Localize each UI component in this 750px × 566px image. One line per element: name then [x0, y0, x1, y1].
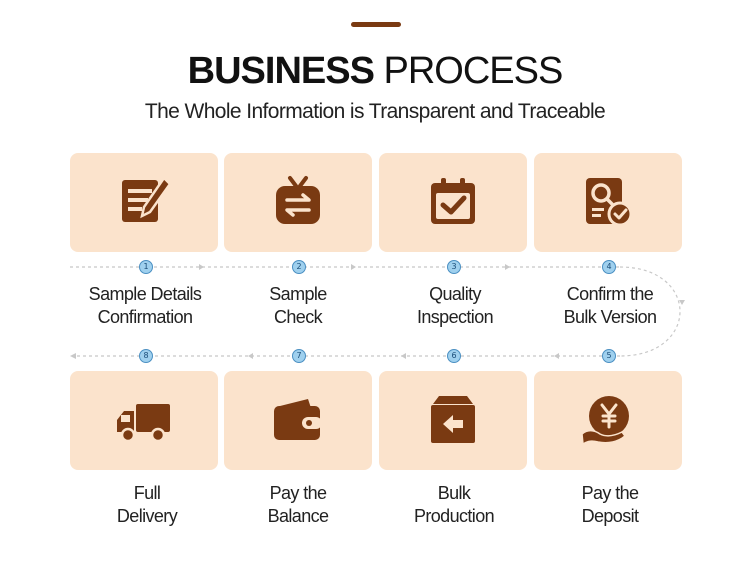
arrow-right-icon: [199, 264, 204, 270]
step-card-7: [224, 371, 372, 470]
step-card-6: [379, 371, 527, 470]
arrow-left-icon: [554, 353, 559, 359]
arrow-left-icon: [401, 353, 406, 359]
step-card-3: [379, 153, 527, 252]
step-number-6: 6: [447, 349, 461, 363]
arrow-down-icon: [679, 300, 685, 305]
step-label-8: Full Delivery: [116, 483, 178, 526]
step-number-5: 5: [602, 349, 616, 363]
step-card-1: [70, 153, 218, 252]
step-card-8: [70, 371, 218, 470]
page-subtitle: The Whole Information is Transparent and…: [144, 100, 606, 123]
accent-bar: [351, 22, 401, 27]
step-label-2: Sample Check: [269, 284, 327, 327]
step-number-1: 1: [139, 260, 153, 274]
arrow-right-icon: [351, 264, 356, 270]
truck-icon: [117, 404, 170, 443]
yen-hand-icon: [581, 396, 629, 446]
step-card-4: [534, 153, 682, 252]
step-number-3: 3: [447, 260, 461, 274]
title-light: PROCESS: [383, 50, 564, 92]
step-number-8: 8: [139, 349, 153, 363]
step-card-5: [534, 371, 682, 470]
calendar-check-icon: [431, 178, 475, 224]
step-number-4: 4: [602, 260, 616, 274]
document-search-check-icon: [586, 178, 633, 227]
arrow-right-icon: [505, 264, 510, 270]
step-label-1: Sample Details Confirmation: [88, 284, 202, 327]
title-bold: BUSINESS: [187, 50, 375, 92]
wallet-icon: [274, 399, 322, 440]
document-pencil-icon: [122, 176, 172, 222]
tv-exchange-icon: [276, 176, 320, 224]
step-label-6: Bulk Production: [413, 483, 495, 526]
step-label-3: Quality Inspection: [416, 284, 494, 327]
page-title: BUSINESS PROCESS: [0, 48, 750, 94]
step-number-2: 2: [292, 260, 306, 274]
step-label-4: Confirm the Bulk Version: [563, 284, 657, 327]
arrow-left-icon: [70, 353, 76, 359]
arrow-left-icon: [248, 353, 253, 359]
step-label-7: Pay the Balance: [267, 483, 329, 526]
step-label-5: Pay the Deposit: [581, 483, 639, 526]
flow-line-curve: [619, 266, 681, 357]
box-arrow-icon: [431, 396, 475, 443]
step-card-2: [224, 153, 372, 252]
step-number-7: 7: [292, 349, 306, 363]
